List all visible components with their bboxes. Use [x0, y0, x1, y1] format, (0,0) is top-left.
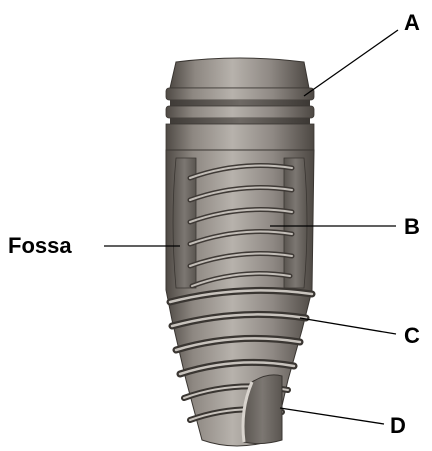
leader-line-d	[280, 408, 384, 424]
label-d: D	[390, 413, 406, 438]
leader-line-c	[300, 318, 396, 334]
implant-collar	[166, 58, 314, 150]
label-fossa: Fossa	[8, 233, 72, 258]
leader-line-a	[304, 30, 398, 96]
label-c: C	[404, 323, 420, 348]
label-b: B	[404, 214, 420, 239]
label-a: A	[404, 10, 420, 35]
